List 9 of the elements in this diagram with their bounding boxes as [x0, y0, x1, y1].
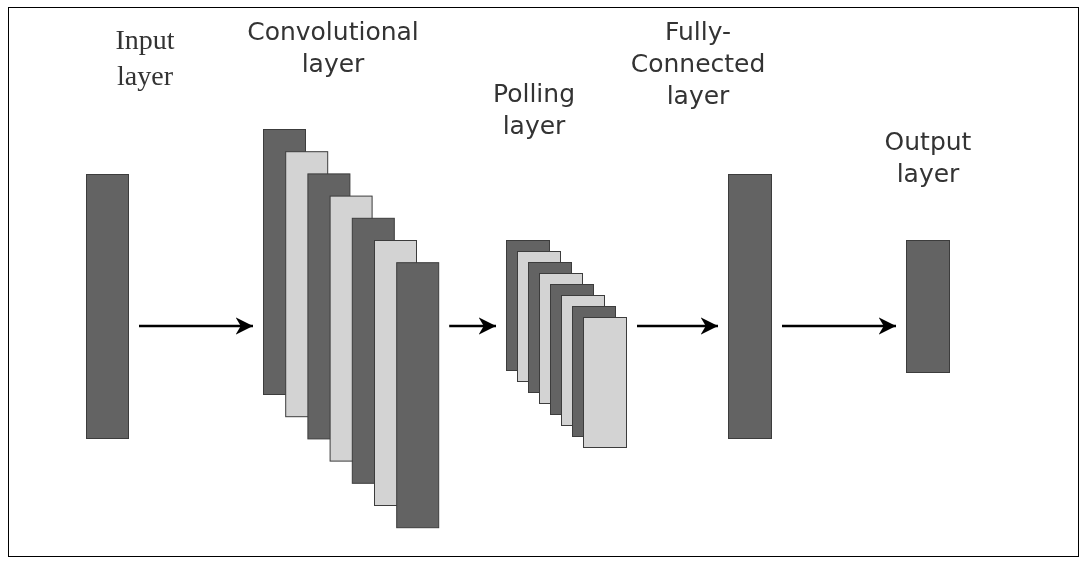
layer-heading: Fully-Connected layer — [629, 16, 767, 112]
layer-heading: Input layer — [114, 23, 176, 93]
arrow — [637, 317, 718, 335]
arrow — [139, 317, 253, 335]
arrow — [449, 317, 496, 335]
arrow — [782, 317, 896, 335]
layer-heading: Output layer — [883, 126, 973, 190]
layer-heading: Polling layer — [492, 78, 576, 142]
layer-heading: Convolutional layer — [246, 16, 420, 80]
